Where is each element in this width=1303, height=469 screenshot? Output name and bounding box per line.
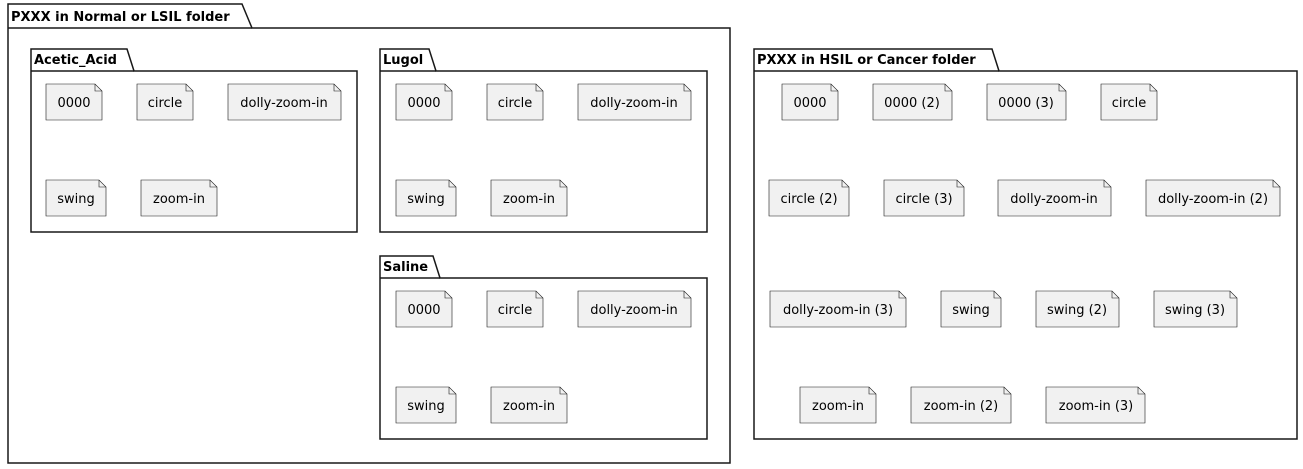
file-item: zoom-in [799, 386, 877, 424]
file-label: circle (2) [780, 192, 837, 207]
file-item: 0000 [45, 83, 103, 121]
package-normal-lsil-title: PXXX in Normal or LSIL folder [11, 10, 230, 25]
file-label: dolly-zoom-in (2) [1158, 192, 1268, 207]
file-label: swing [952, 303, 990, 318]
file-item: zoom-in (3) [1045, 386, 1146, 424]
file-label: swing [407, 399, 445, 414]
file-label: dolly-zoom-in [590, 303, 678, 318]
file-label: 0000 (3) [998, 96, 1054, 111]
file-label: circle [148, 96, 183, 111]
file-item: 0000 (2) [872, 83, 953, 121]
file-item: zoom-in (2) [910, 386, 1012, 424]
file-item: 0000 (3) [986, 83, 1067, 121]
file-label: zoom-in (3) [1059, 399, 1133, 414]
file-label: 0000 [407, 96, 440, 111]
file-label: dolly-zoom-in (3) [783, 303, 893, 318]
file-item: 0000 [781, 83, 839, 121]
file-label: zoom-in [503, 192, 555, 207]
file-label: zoom-in [153, 192, 205, 207]
file-item: dolly-zoom-in (3) [769, 290, 907, 328]
file-label: zoom-in [503, 399, 555, 414]
file-item: circle [486, 83, 544, 121]
file-item: swing [45, 179, 107, 217]
file-item: zoom-in [490, 179, 568, 217]
file-item: 0000 [395, 290, 453, 328]
file-item: circle (3) [883, 179, 965, 217]
file-item: circle [486, 290, 544, 328]
file-label: dolly-zoom-in [1010, 192, 1098, 207]
file-item: circle [1100, 83, 1158, 121]
package-hsil-cancer-title: PXXX in HSIL or Cancer folder [757, 53, 976, 68]
file-item: dolly-zoom-in [577, 83, 692, 121]
file-label: 0000 [57, 96, 90, 111]
file-label: dolly-zoom-in [590, 96, 678, 111]
file-label: 0000 [407, 303, 440, 318]
file-item: circle [136, 83, 194, 121]
file-label: circle (3) [895, 192, 952, 207]
file-item: dolly-zoom-in [997, 179, 1112, 217]
file-item: swing (3) [1153, 290, 1238, 328]
file-label: dolly-zoom-in [240, 96, 328, 111]
file-label: 0000 [793, 96, 826, 111]
file-label: zoom-in [812, 399, 864, 414]
file-label: swing [407, 192, 445, 207]
file-label: swing [57, 192, 95, 207]
file-item: dolly-zoom-in (2) [1145, 179, 1281, 217]
package-hsil-cancer: PXXX in HSIL or Cancer folder [753, 48, 1298, 440]
file-item: swing [395, 386, 457, 424]
package-lugol-title: Lugol [383, 53, 423, 68]
file-label: circle [1112, 96, 1147, 111]
file-item: swing (2) [1035, 290, 1120, 328]
file-label: swing (2) [1047, 303, 1107, 318]
file-label: circle [498, 303, 533, 318]
file-label: 0000 (2) [884, 96, 940, 111]
file-label: circle [498, 96, 533, 111]
package-saline-title: Saline [383, 260, 428, 275]
file-item: 0000 [395, 83, 453, 121]
file-item: circle (2) [768, 179, 850, 217]
file-item: dolly-zoom-in [577, 290, 692, 328]
file-item: zoom-in [140, 179, 218, 217]
file-item: swing [940, 290, 1002, 328]
package-hsil-cancer-frame [753, 48, 1298, 440]
file-label: swing (3) [1165, 303, 1225, 318]
package-acetic-acid-title: Acetic_Acid [34, 53, 117, 68]
file-item: swing [395, 179, 457, 217]
file-label: zoom-in (2) [924, 399, 998, 414]
file-item: dolly-zoom-in [227, 83, 342, 121]
file-item: zoom-in [490, 386, 568, 424]
